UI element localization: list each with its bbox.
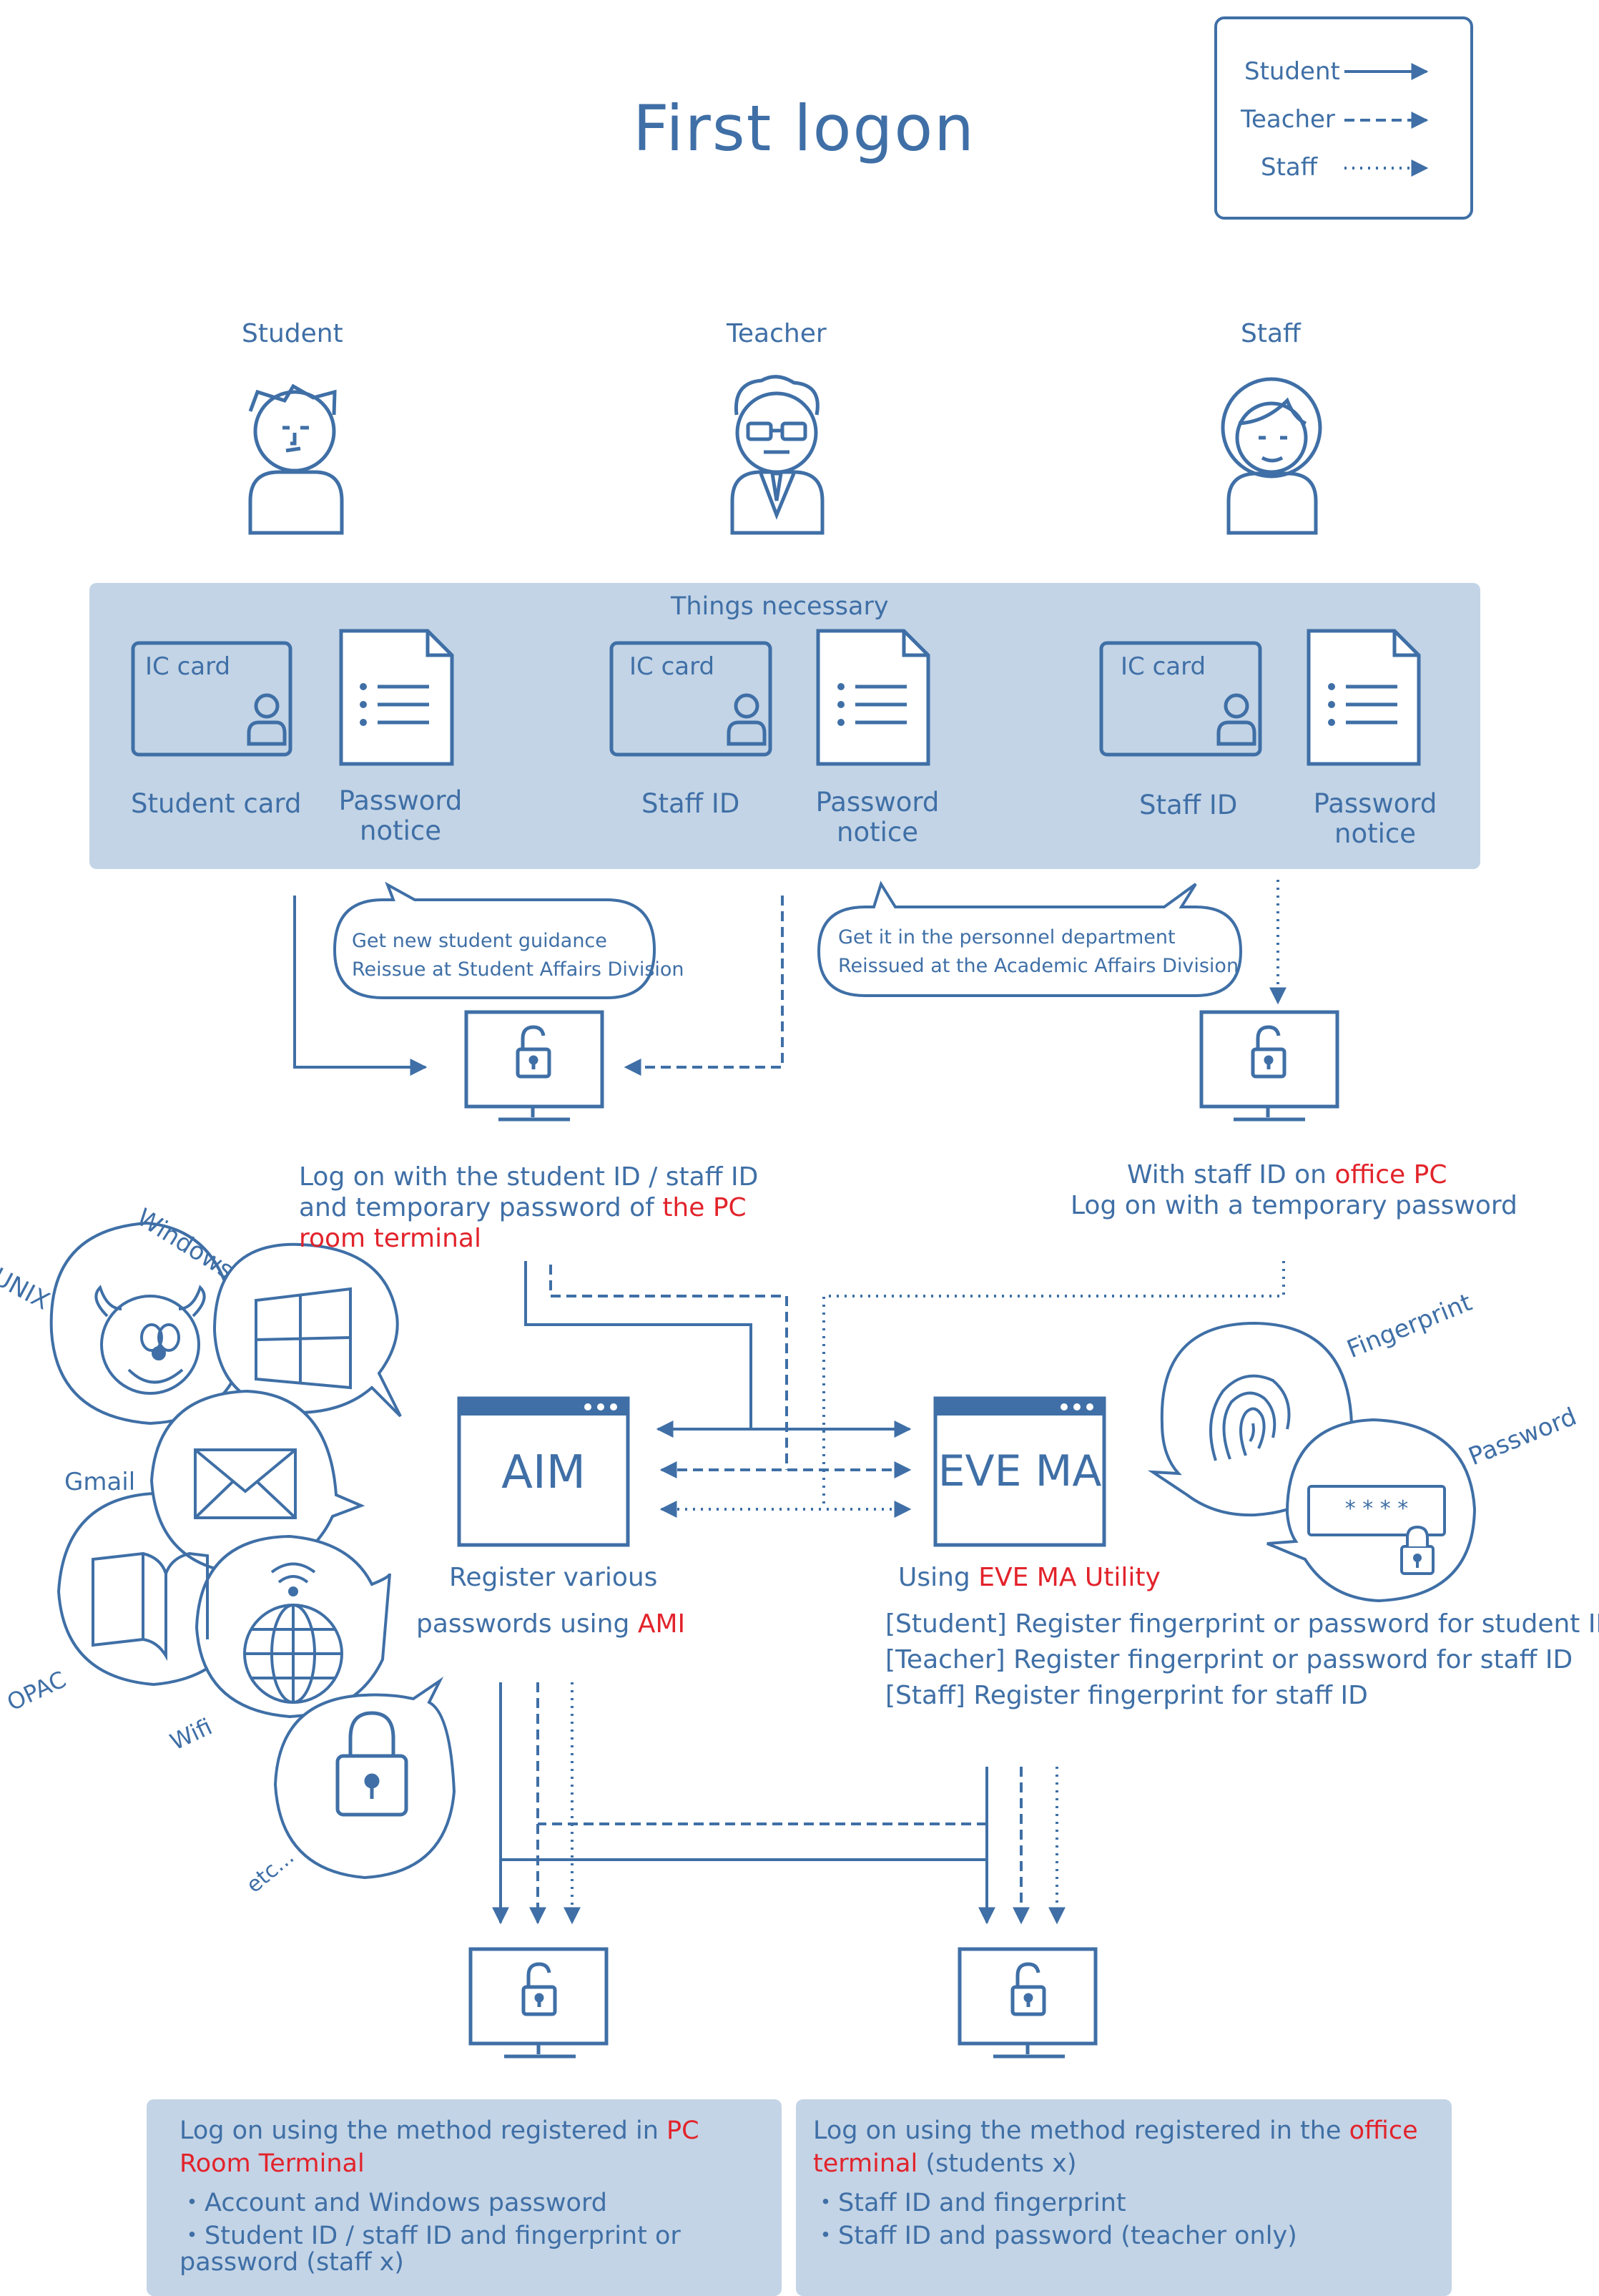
bottom-left-line1: Log on using the method registered in PC [179,2116,699,2145]
aim-label: AIM [501,1446,586,1499]
aim-desc-line2: passwords using AMI [416,1609,686,1639]
evema-label: EVE MA [938,1446,1102,1496]
notice-label-teacher: notice [837,817,918,848]
password-stars: * * * * [1344,1496,1409,1521]
windows-icon [255,1287,352,1390]
fingerprint-icon [1209,1374,1291,1461]
staff-id-label-teacher: Staff ID [641,788,740,819]
bubble-staff-line1: Get it in the personnel department [838,926,1176,948]
bubble-staff [817,880,1243,997]
final-office-monitor [958,1947,1098,2059]
bottom-right-bullet2: ・Staff ID and password (teacher only) [813,2222,1297,2250]
logon-left-line3: room terminal [299,1224,481,1253]
logon-left-line1: Log on with the student ID / staff ID [299,1162,759,1192]
teacher-path-to-registration [549,1265,788,1470]
ic-card-staff [1099,641,1262,757]
notice-label-staff: notice [1334,818,1416,849]
staff-path-to-registration [822,1261,1285,1509]
password-notice-teacher-icon [816,629,930,766]
final-pc-room-monitor [468,1947,609,2059]
persona-student-label: Student [242,319,343,348]
student-path-to-registration [524,1261,752,1429]
things-necessary-header: Things necessary [671,592,889,621]
bubble-student-line2: Reissue at Student Affairs Division [352,958,684,981]
office-pc-monitor [1199,1010,1339,1122]
bottom-right-bullet1: ・Staff ID and fingerprint [813,2189,1126,2217]
ic-card-teacher [609,641,772,757]
student-card-label: Student card [131,788,302,819]
legend-teacher-label: Teacher [1241,105,1335,134]
logon-left-line2: and temporary password of the PC [299,1193,747,1222]
staff-id-label-staff: Staff ID [1139,790,1238,820]
bottom-left-panel: Log on using the method registered in PC… [147,2099,782,2296]
password-bubble [1266,1418,1477,1603]
page-title: First logon [633,92,975,165]
evema-student-line: [Student] Register fingerprint or passwo… [885,1609,1599,1639]
ic-card-staff-label: IC card [1121,652,1206,681]
teacher-icon [730,375,825,535]
aim-desc-line1: Register various [449,1563,658,1592]
wifi-globe-icon [243,1562,343,1704]
student-path-to-terminal [293,896,428,1076]
service-label-gmail: Gmail [64,1468,136,1496]
persona-staff-label: Staff [1241,319,1301,348]
gmail-envelope-icon [194,1448,297,1519]
password-notice-staff-icon [1307,629,1421,766]
ic-card-teacher-label: IC card [629,652,715,681]
bubble-student-line1: Get new student guidance [352,930,607,952]
opac-book-icon [92,1551,209,1662]
pc-room-terminal-monitor [464,1010,604,1122]
evema-teacher-line: [Teacher] Register fingerprint or passwo… [885,1645,1573,1674]
password-notice-student-icon [339,629,454,766]
ic-card-student-label: IC card [145,652,231,681]
evema-window [933,1396,1106,1547]
logon-right-line1: With staff ID on office PC [1127,1160,1447,1189]
aim-window [457,1396,630,1547]
bottom-right-line2: terminal (students x) [813,2149,1077,2178]
staff-icon [1221,377,1322,535]
logon-right-line2: Log on with a temporary password [1071,1191,1517,1220]
padlock-icon [335,1711,408,1817]
legend-box [1214,16,1473,220]
bubble-staff-line2: Reissued at the Academic Affairs Divisio… [838,955,1239,977]
password-label-staff: Password [1313,788,1437,819]
ic-card-student [131,641,292,757]
password-label-teacher: Password [815,787,940,818]
bottom-left-bullet2: ・Student ID / staff ID and fingerprint o… [179,2222,681,2250]
bottom-left-bullet1: ・Account and Windows password [179,2189,607,2217]
notice-label-student: notice [360,815,441,846]
unix-daemon-icon [94,1285,206,1395]
teacher-path-to-terminal [624,896,784,1076]
evema-using: Using EVE MA Utility [898,1563,1161,1592]
service-bubbles [49,1221,456,1880]
bottom-left-bullet2b: password (staff x) [179,2248,404,2277]
password-label-student: Password [338,785,463,816]
student-icon [248,383,344,535]
legend-staff-label: Staff [1261,153,1318,182]
bubble-student [333,881,656,999]
bottom-right-panel: Log on using the method registered in th… [796,2099,1452,2296]
persona-teacher-label: Teacher [727,319,827,348]
evema-staff-line: [Staff] Register fingerprint for staff I… [885,1681,1368,1710]
bottom-right-line1: Log on using the method registered in th… [813,2116,1418,2145]
legend-student-label: Student [1244,57,1340,86]
bottom-left-line2: Room Terminal [179,2149,365,2178]
